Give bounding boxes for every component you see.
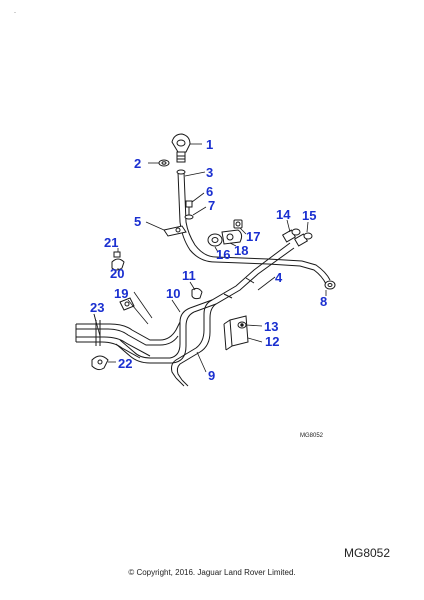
- callout-11: 11: [182, 268, 196, 283]
- bracket-12: [223, 315, 249, 351]
- copyright-notice: © Copyright, 2016. Jaguar Land Rover Lim…: [128, 568, 296, 577]
- clip-19: [119, 297, 135, 311]
- corner-mark: -: [14, 10, 16, 16]
- clip-11: [191, 287, 203, 300]
- dipstick-handle: [171, 133, 191, 163]
- callout-8: 8: [320, 294, 327, 309]
- callout-6: 6: [206, 184, 213, 199]
- left-pipes: [75, 320, 181, 359]
- leader-lines: [93, 143, 327, 373]
- callout-7: 7: [208, 198, 215, 213]
- callout-21: 21: [104, 235, 118, 250]
- callout-23: 23: [90, 300, 104, 315]
- clip-22: [91, 355, 109, 371]
- clip-18: [221, 229, 243, 245]
- callout-4: 4: [275, 270, 283, 285]
- callout-17: 17: [246, 229, 260, 244]
- grommet-16: [207, 233, 223, 247]
- callout-19: 19: [114, 286, 128, 301]
- callout-5: 5: [134, 214, 141, 229]
- seal-washer-inner: [161, 161, 167, 165]
- lower-pipe-run: [115, 299, 217, 387]
- callout-20: 20: [110, 266, 124, 281]
- callout-14: 14: [276, 207, 291, 222]
- oil-cooler-pipes: [189, 242, 331, 313]
- diagram-ref-small: MG8052: [300, 433, 324, 439]
- callout-3: 3: [206, 165, 213, 180]
- callout-2: 2: [134, 156, 141, 171]
- clip-20: [111, 258, 125, 271]
- connector-8: [324, 280, 336, 290]
- callout-16: 16: [216, 247, 230, 262]
- callout-22: 22: [118, 356, 132, 371]
- callout-18: 18: [234, 243, 248, 258]
- callout-15: 15: [302, 208, 316, 223]
- callout-9: 9: [208, 368, 215, 383]
- union-14: [281, 228, 301, 243]
- washer-7: [184, 214, 194, 220]
- bracket-5: [163, 225, 187, 237]
- callout-13: 13: [264, 319, 278, 334]
- callout-10: 10: [166, 286, 180, 301]
- callout-12: 12: [265, 334, 279, 349]
- bolt-13: [237, 321, 247, 329]
- bolt-6: [185, 200, 193, 216]
- bolt-21: [113, 251, 121, 258]
- nut-17: [233, 219, 243, 229]
- diagram-reference: MG8052: [344, 546, 391, 560]
- union-15: [293, 232, 313, 247]
- callout-1: 1: [206, 137, 213, 152]
